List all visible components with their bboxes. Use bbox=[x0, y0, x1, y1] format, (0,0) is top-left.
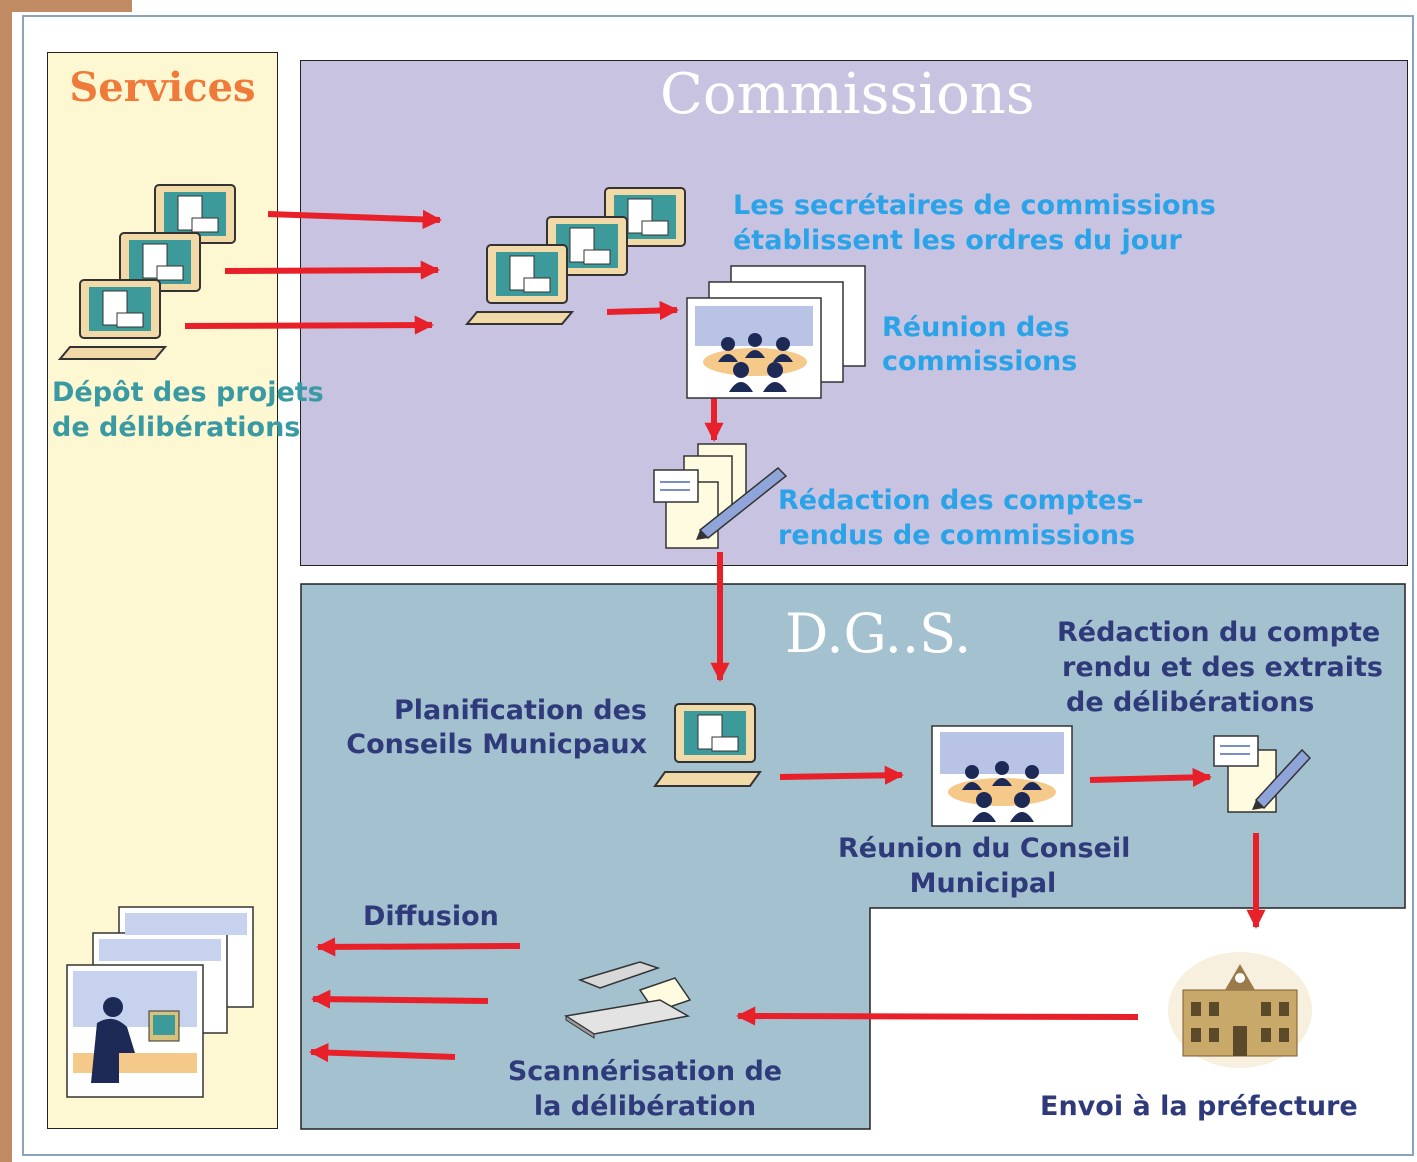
reunion-conseil-label-line2: Municipal bbox=[909, 868, 1057, 899]
services-title: Services bbox=[69, 64, 256, 111]
diffusion-label: Diffusion bbox=[363, 901, 499, 932]
prefecture-building-icon bbox=[1165, 950, 1315, 1070]
redaction-commissions-label-line2: rendus de commissions bbox=[778, 520, 1136, 551]
commissions-title: Commissions bbox=[660, 62, 1035, 127]
reunion-commissions-label-line2: commissions bbox=[882, 346, 1078, 377]
scannerisation-label-line2: la délibération bbox=[533, 1091, 757, 1122]
meeting-icon bbox=[686, 265, 866, 399]
redaction-commissions-label-line1: Rédaction des comptes- bbox=[778, 485, 1144, 516]
person-computer-icon bbox=[66, 906, 254, 1098]
planification-label-line2: Conseils Municpaux bbox=[346, 729, 647, 760]
computer-icon bbox=[57, 279, 168, 360]
top-corner-accent bbox=[0, 0, 132, 12]
secretaires-label-line2: établissent les ordres du jour bbox=[733, 225, 1182, 256]
planification-label-line1: Planification des bbox=[393, 695, 647, 726]
secretaires-label-line1: Les secrétaires de commissions bbox=[733, 190, 1216, 221]
reunion-conseil-label-line1: Réunion du Conseil bbox=[838, 833, 1131, 864]
depot-label-line1: Dépôt des projets bbox=[52, 377, 324, 408]
scannerisation-label-line1: Scannérisation de bbox=[507, 1056, 783, 1087]
redaction-compte-label-line2: rendu et des extraits bbox=[1062, 652, 1383, 683]
depot-label-line2: de délibérations bbox=[52, 412, 301, 443]
prefecture-label: Envoi à la préfecture bbox=[1040, 1091, 1358, 1122]
redaction-compte-label-line3: de délibérations bbox=[1066, 687, 1315, 718]
computer-icon bbox=[464, 244, 575, 325]
meeting-icon bbox=[931, 725, 1073, 827]
diagram-frame bbox=[22, 15, 1414, 1156]
computer-icon bbox=[154, 184, 236, 244]
left-accent-bar bbox=[0, 0, 12, 1162]
dgs-title: D.G..S. bbox=[785, 602, 972, 665]
scanner-icon bbox=[563, 961, 692, 1039]
redaction-compte-label-line1: Rédaction du compte bbox=[1057, 617, 1381, 648]
computer-icon bbox=[653, 703, 762, 787]
document-pen-icon bbox=[653, 443, 788, 549]
document-pen-icon bbox=[1213, 735, 1312, 813]
computer-icon bbox=[119, 232, 201, 292]
reunion-commissions-label-line1: Réunion des bbox=[882, 312, 1070, 343]
